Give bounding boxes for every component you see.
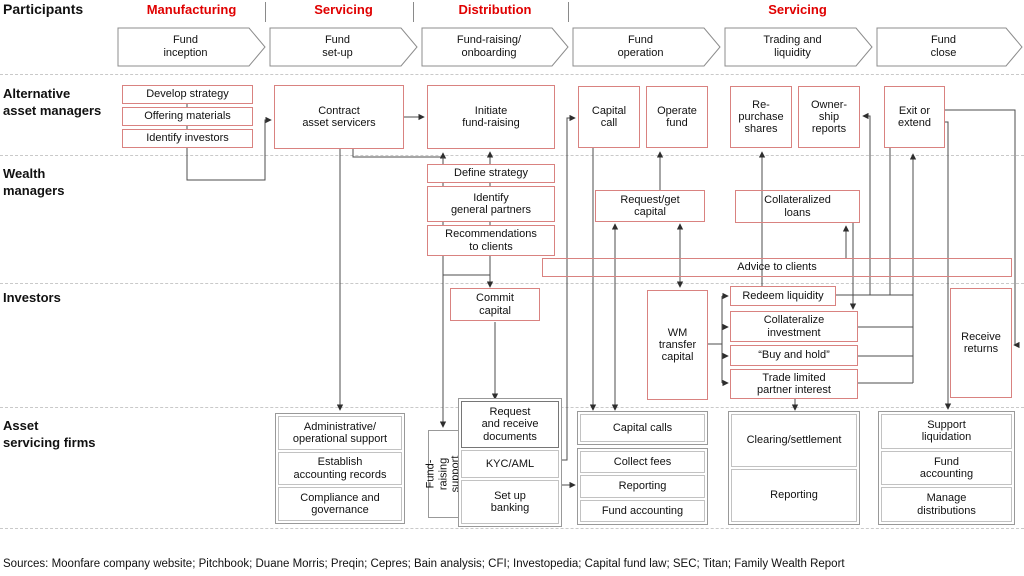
stage-fund-inception: Fund inception (163, 34, 208, 59)
node-recommendations-to-clients: Recommendations to clients (427, 225, 555, 256)
node-capital-calls: Capital calls (580, 414, 705, 442)
link-identify-investors-to-contract-servicers (186, 103, 272, 181)
node-exit-or-extend: Exit or extend (884, 86, 945, 148)
link-kyc-to-capital-call (561, 114, 576, 461)
group-fund-setup-services: Administrative/ operational support Esta… (275, 413, 405, 524)
node-redeem-liquidity: Redeem liquidity (730, 286, 836, 306)
stage-chevron-trading-liquidity (724, 27, 873, 67)
node-collateralized-loans: Collateralized loans (735, 190, 860, 223)
node-reporting-operations: Reporting (580, 475, 705, 498)
node-set-up-banking: Set up banking (461, 480, 559, 524)
stage-chevron-fund-set-up (269, 27, 418, 67)
stage-fund-close: Fund close (930, 34, 957, 59)
stage-fund-raising-onboarding: Fund-raising/ onboarding (456, 34, 522, 59)
node-fund-accounting-operations: Fund accounting (580, 499, 705, 522)
row-separator (0, 74, 1024, 75)
link-contract-to-initiate-lower (352, 149, 447, 159)
participants-label: Participants (3, 1, 84, 17)
group-capital-calls: Capital calls (577, 411, 708, 445)
node-collect-fees: Collect fees (580, 451, 705, 474)
group-fund-operation-services: Collect fees Reporting Fund accounting (577, 448, 708, 525)
phase-divider (413, 2, 414, 22)
node-request-and-receive-documents: Request and receive documents (461, 401, 559, 448)
node-contract-asset-servicers: Contract asset servicers (274, 85, 404, 149)
node-trade-limited-partner-interest: Trade limited partner interest (730, 369, 858, 399)
node-compliance-and-governance: Compliance and governance (278, 487, 402, 522)
phase-divider (568, 2, 569, 22)
node-identify-investors: Identify investors (122, 129, 253, 148)
node-capital-call: Capital call (578, 86, 640, 148)
stage-trading-and-liquidity: Trading and liquidity (763, 34, 822, 59)
stage-chevron-fund-close (876, 27, 1023, 67)
phase-header-servicing-2: Servicing (768, 2, 827, 17)
stage-chevron-fund-inception (117, 27, 266, 67)
phase-header-manufacturing: Manufacturing (146, 2, 237, 17)
fund-raising-support-label: Fund-raising support (424, 455, 462, 493)
node-kyc-aml: KYC/AML (461, 450, 559, 478)
link-exit-to-support-liquidation (944, 121, 952, 410)
group-onboarding-services: Request and receive documents KYC/AML Se… (458, 398, 562, 527)
node-initiate-fund-raising: Initiate fund-raising (427, 85, 555, 149)
node-commit-capital: Commit capital (450, 288, 540, 321)
phase-divider (265, 2, 266, 22)
stage-chevron-fund-operation (572, 27, 721, 67)
sources-line: Sources: Moonfare company website; Pitch… (3, 558, 845, 570)
node-request-get-capital: Request/get capital (595, 190, 705, 222)
node-buy-and-hold: “Buy and hold” (730, 345, 858, 366)
node-wm-transfer-capital: WM transfer capital (647, 290, 708, 400)
row-separator (0, 528, 1024, 529)
node-repurchase-shares: Re- purchase shares (730, 86, 792, 148)
node-offering-materials: Offering materials (122, 107, 253, 126)
node-collateralize-investment: Collateralize investment (730, 311, 858, 342)
phase-header-servicing-1: Servicing (314, 2, 373, 17)
node-operate-fund: Operate fund (646, 86, 708, 148)
node-develop-strategy: Develop strategy (122, 85, 253, 104)
node-identify-general-partners: Identify general partners (427, 186, 555, 222)
group-fund-close-services: Support liquidation Fund accounting Mana… (878, 411, 1015, 525)
node-ownership-reports: Owner- ship reports (798, 86, 860, 148)
node-advice-to-clients: Advice to clients (542, 258, 1012, 277)
link-redeem-to-ownership-reports (862, 112, 871, 295)
node-define-strategy: Define strategy (427, 164, 555, 183)
row-label-investors: Investors (3, 290, 61, 305)
node-reporting-trading: Reporting (731, 469, 857, 522)
row-label-wealth-managers: Wealth managers (3, 166, 65, 198)
node-fund-raising-support: Fund-raising support (425, 430, 462, 518)
stage-fund-set-up: Fund set-up (322, 34, 353, 59)
stage-fund-operation: Fund operation (617, 34, 664, 59)
row-label-asset-servicing-firms: Asset servicing firms (3, 418, 96, 450)
node-receive-returns: Receive returns (950, 288, 1012, 398)
group-trading-services: Clearing/settlement Reporting (728, 411, 860, 525)
node-support-liquidation: Support liquidation (881, 414, 1012, 449)
row-separator (0, 155, 1024, 156)
link-exit-to-receive-returns (945, 109, 1020, 349)
phase-header-distribution: Distribution (458, 2, 532, 17)
node-establish-accounting-records: Establish accounting records (278, 451, 402, 486)
row-separator (0, 283, 1024, 284)
node-administrative-operational-support: Administrative/ operational support (278, 416, 402, 450)
stage-chevron-fund-raising (421, 27, 569, 67)
node-clearing-settlement: Clearing/settlement (731, 414, 857, 467)
row-label-alternative-asset-managers: Alternative asset managers (3, 86, 102, 118)
node-fund-accounting-close: Fund accounting (881, 450, 1012, 486)
node-manage-distributions: Manage distributions (881, 487, 1012, 523)
